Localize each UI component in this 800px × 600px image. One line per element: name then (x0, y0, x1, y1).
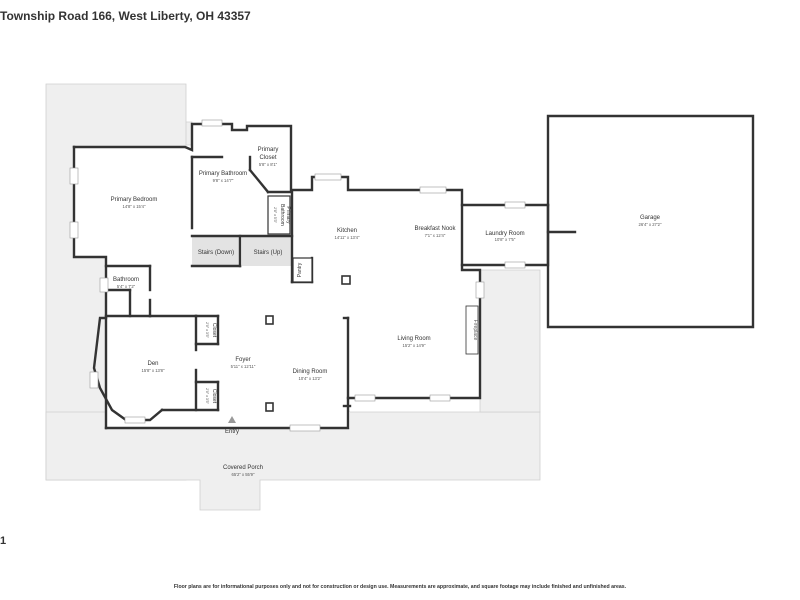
garage-fill (548, 116, 753, 327)
svg-text:7'1" x 12'4": 7'1" x 12'4" (425, 233, 446, 238)
svg-text:5'11" x 12'11": 5'11" x 12'11" (231, 364, 256, 369)
room-living: Living Room 15'2" x 14'9" (397, 336, 430, 348)
fireplace (465, 305, 479, 355)
stairs-up-area (242, 236, 292, 266)
svg-text:5'4" x 7'2": 5'4" x 7'2" (117, 284, 136, 289)
svg-text:9'8" x 14'7": 9'8" x 14'7" (213, 178, 234, 183)
svg-text:2'0" x 3'5": 2'0" x 3'5" (205, 388, 209, 404)
svg-text:Garage: Garage (640, 215, 661, 221)
property-address: Township Road 166, West Liberty, OH 4335… (0, 9, 251, 23)
svg-text:Primary: Primary (258, 147, 279, 153)
svg-text:10'8" x 7'5": 10'8" x 7'5" (495, 237, 516, 242)
laundry-fill (462, 205, 548, 265)
svg-text:Closet: Closet (259, 155, 276, 161)
svg-text:14'8" x 15'4": 14'8" x 15'4" (123, 204, 146, 209)
room-breakfast-nook: Breakfast Nook 7'1" x 12'4" (414, 226, 456, 238)
svg-text:Closet: Closet (211, 323, 217, 338)
svg-text:Primary Bathroom: Primary Bathroom (199, 171, 247, 177)
svg-text:Entry: Entry (225, 429, 239, 435)
svg-text:Covered Porch: Covered Porch (223, 465, 263, 471)
room-covered-porch: Covered Porch 65'2" x 55'9" (223, 465, 263, 477)
disclaimer: Floor plans are for informational purpos… (173, 584, 627, 590)
svg-text:65'2" x 55'9": 65'2" x 55'9" (232, 472, 255, 477)
room-dining: Dining Room 10'4" x 13'2" (293, 369, 328, 381)
room-primary-bedroom: Primary Bedroom 14'8" x 15'4" (111, 197, 158, 209)
svg-text:Laundry Room: Laundry Room (485, 231, 524, 237)
svg-text:Stairs (Down): Stairs (Down) (198, 250, 234, 256)
svg-text:Living Room: Living Room (397, 336, 430, 342)
fireplace-label: Fireplace (472, 320, 478, 341)
room-den: Den 15'8" x 13'8" (142, 361, 165, 373)
svg-text:2'0" x 3'5": 2'0" x 3'5" (205, 322, 209, 338)
svg-text:Foyer: Foyer (235, 357, 250, 363)
room-kitchen: Kitchen 14'11" x 13'4" (335, 228, 360, 240)
room-garage: Garage 26'4" x 27'2" (639, 215, 662, 227)
structural-pillars (265, 275, 351, 412)
svg-text:26'4" x 27'2": 26'4" x 27'2" (639, 222, 662, 227)
svg-text:2'8" x 5'3": 2'8" x 5'3" (273, 207, 277, 223)
svg-text:Stairs (Up): Stairs (Up) (254, 250, 283, 256)
stairs-down-area (192, 236, 240, 266)
entry-arrow-icon (228, 416, 236, 423)
windows (69, 119, 526, 432)
room-stairs-down: Stairs (Down) (198, 250, 234, 256)
svg-text:Closet: Closet (211, 389, 217, 404)
svg-text:5'8" x 8'1": 5'8" x 8'1" (259, 162, 278, 167)
room-laundry: Laundry Room 10'8" x 7'5" (485, 231, 524, 242)
room-foyer: Foyer 5'11" x 12'11" (231, 357, 256, 369)
svg-text:15'8" x 13'8": 15'8" x 13'8" (142, 368, 165, 373)
svg-text:Kitchen: Kitchen (337, 228, 357, 234)
svg-text:Dining Room: Dining Room (293, 369, 328, 375)
svg-text:15'2" x 14'9": 15'2" x 14'9" (403, 343, 426, 348)
closet-lower: Closet 2'0" x 3'5" (205, 388, 217, 404)
entry-marker: Entry (225, 416, 239, 435)
house-footprint (74, 124, 480, 428)
svg-text:10'4" x 13'2": 10'4" x 13'2" (299, 376, 322, 381)
svg-text:Den: Den (147, 361, 158, 367)
pantry-label: Pantry (297, 262, 303, 277)
svg-text:Primary Bedroom: Primary Bedroom (111, 197, 158, 203)
svg-text:14'11" x 13'4": 14'11" x 13'4" (335, 235, 360, 240)
primary-bathroom-small-area (267, 195, 291, 235)
pantry-area (292, 257, 313, 283)
svg-text:Primary: Primary (285, 206, 291, 224)
room-primary-bathroom: Primary Bathroom 9'8" x 14'7" (199, 171, 247, 183)
interior-walls (104, 155, 577, 412)
svg-text:Bathroom: Bathroom (279, 204, 285, 226)
primary-bathroom-small: Primary Bathroom 2'8" x 5'3" (273, 204, 291, 226)
closet-upper: Closet 2'0" x 3'5" (205, 322, 217, 338)
room-bathroom: Bathroom 5'4" x 7'2" (113, 277, 139, 289)
covered-porch-right (479, 269, 541, 413)
svg-text:Breakfast Nook: Breakfast Nook (414, 226, 456, 232)
room-stairs-up: Stairs (Up) (254, 250, 283, 256)
covered-porch-front (45, 411, 541, 511)
page-number: 1 (0, 535, 7, 547)
room-primary-closet: Primary Closet 5'8" x 8'1" (258, 147, 279, 167)
svg-text:Bathroom: Bathroom (113, 277, 139, 283)
